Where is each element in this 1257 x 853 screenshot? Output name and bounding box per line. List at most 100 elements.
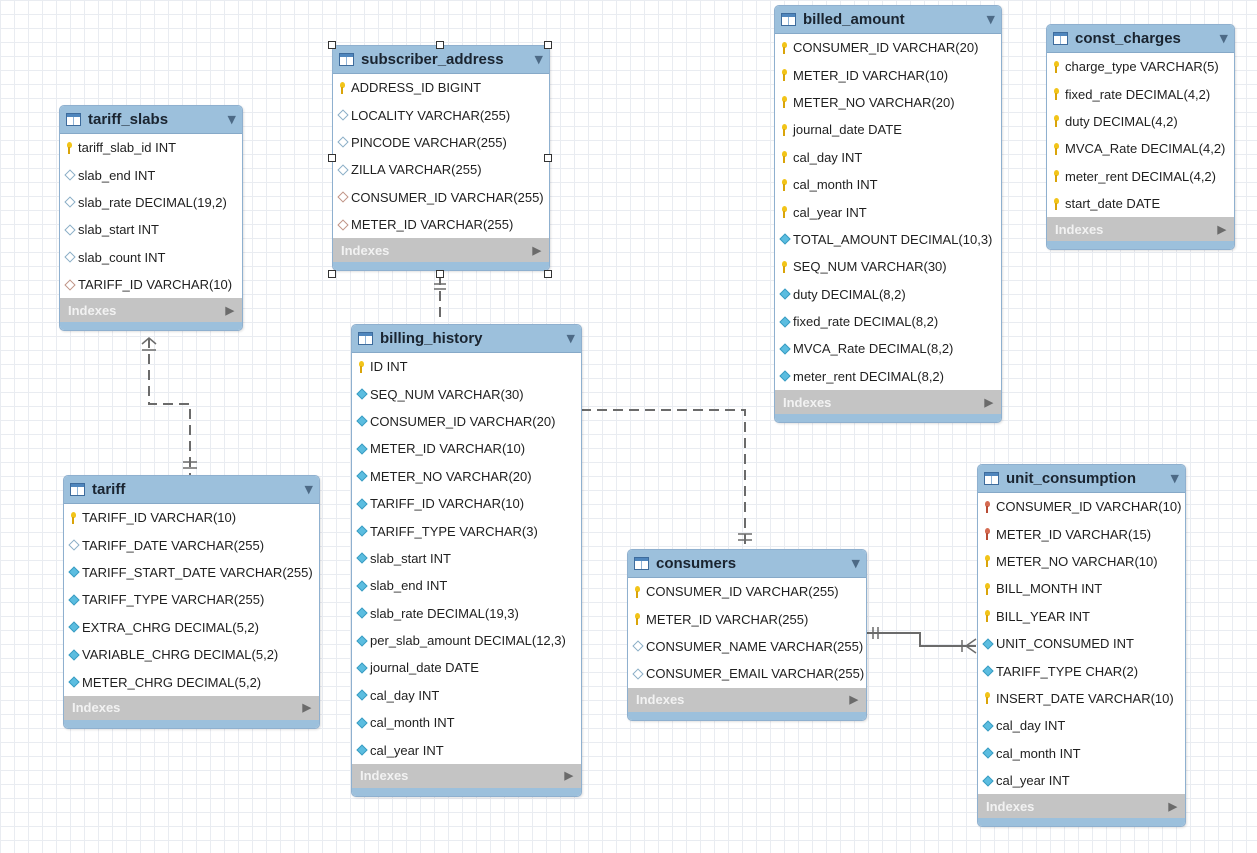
collapse-arrow-icon[interactable]: ▼: [566, 332, 575, 345]
selection-handle[interactable]: [328, 41, 336, 49]
column-row[interactable]: METER_CHRG DECIMAL(5,2): [64, 668, 319, 695]
column-row[interactable]: ADDRESS_ID BIGINT: [333, 74, 549, 101]
column-row[interactable]: journal_date DATE: [775, 116, 1001, 143]
relationship-billing-history-consumers[interactable]: [581, 409, 752, 548]
collapse-arrow-icon[interactable]: ▼: [227, 113, 236, 126]
table-header[interactable]: billing_history ▼: [352, 325, 581, 353]
column-row[interactable]: PINCODE VARCHAR(255): [333, 129, 549, 156]
column-row[interactable]: cal_day INT: [978, 712, 1185, 739]
column-row[interactable]: cal_month INT: [352, 709, 581, 736]
column-row[interactable]: cal_day INT: [352, 682, 581, 709]
column-row[interactable]: cal_year INT: [978, 767, 1185, 794]
relationship-consumers-unit-consumption[interactable]: [866, 627, 977, 654]
table-tariff[interactable]: tariff ▼ TARIFF_ID VARCHAR(10)TARIFF_DAT…: [63, 475, 320, 729]
table-header[interactable]: const_charges ▼: [1047, 25, 1234, 53]
column-row[interactable]: VARIABLE_CHRG DECIMAL(5,2): [64, 641, 319, 668]
column-row[interactable]: MVCA_Rate DECIMAL(4,2): [1047, 135, 1234, 162]
column-row[interactable]: per_slab_amount DECIMAL(12,3): [352, 627, 581, 654]
collapse-arrow-icon[interactable]: ▼: [851, 557, 860, 570]
selection-handle[interactable]: [328, 270, 336, 278]
expand-arrow-icon[interactable]: ▶: [1168, 800, 1177, 813]
column-row[interactable]: slab_rate DECIMAL(19,3): [352, 600, 581, 627]
selection-handle[interactable]: [544, 41, 552, 49]
table-header[interactable]: tariff ▼: [64, 476, 319, 504]
selection-handle[interactable]: [328, 154, 336, 162]
column-row[interactable]: ZILLA VARCHAR(255): [333, 156, 549, 183]
column-row[interactable]: journal_date DATE: [352, 654, 581, 681]
column-row[interactable]: TARIFF_ID VARCHAR(10): [60, 271, 242, 298]
column-row[interactable]: duty DECIMAL(4,2): [1047, 108, 1234, 135]
column-row[interactable]: TARIFF_ID VARCHAR(10): [352, 490, 581, 517]
expand-arrow-icon[interactable]: ▶: [225, 304, 234, 317]
column-row[interactable]: METER_ID VARCHAR(10): [775, 61, 1001, 88]
column-row[interactable]: slab_end INT: [352, 572, 581, 599]
selection-handle[interactable]: [436, 41, 444, 49]
table-unit-consumption[interactable]: unit_consumption ▼ CONSUMER_ID VARCHAR(1…: [977, 464, 1186, 828]
expand-arrow-icon[interactable]: ▶: [1217, 223, 1226, 236]
column-row[interactable]: TARIFF_TYPE VARCHAR(3): [352, 517, 581, 544]
column-row[interactable]: EXTRA_CHRG DECIMAL(5,2): [64, 614, 319, 641]
column-row[interactable]: charge_type VARCHAR(5): [1047, 53, 1234, 80]
column-row[interactable]: cal_year INT: [352, 736, 581, 763]
column-row[interactable]: CONSUMER_NAME VARCHAR(255): [628, 633, 866, 660]
column-row[interactable]: TOTAL_AMOUNT DECIMAL(10,3): [775, 226, 1001, 253]
column-row[interactable]: slab_count INT: [60, 244, 242, 271]
selection-handle[interactable]: [544, 154, 552, 162]
column-row[interactable]: METER_ID VARCHAR(10): [352, 435, 581, 462]
expand-arrow-icon[interactable]: ▶: [564, 770, 573, 783]
column-row[interactable]: fixed_rate DECIMAL(4,2): [1047, 80, 1234, 107]
column-row[interactable]: start_date DATE: [1047, 190, 1234, 217]
column-row[interactable]: slab_rate DECIMAL(19,2): [60, 189, 242, 216]
column-row[interactable]: CONSUMER_ID VARCHAR(255): [628, 578, 866, 605]
column-row[interactable]: cal_month INT: [978, 740, 1185, 767]
column-row[interactable]: TARIFF_ID VARCHAR(10): [64, 504, 319, 531]
column-row[interactable]: tariff_slab_id INT: [60, 134, 242, 161]
column-row[interactable]: CONSUMER_ID VARCHAR(255): [333, 184, 549, 211]
indexes-section[interactable]: Indexes ▶: [60, 298, 242, 323]
column-row[interactable]: METER_ID VARCHAR(255): [333, 211, 549, 238]
collapse-arrow-icon[interactable]: ▼: [304, 483, 313, 496]
relationship-tariff-slabs-tariff[interactable]: [141, 337, 197, 475]
expand-arrow-icon[interactable]: ▶: [984, 396, 993, 409]
indexes-section[interactable]: Indexes ▶: [628, 687, 866, 712]
indexes-section[interactable]: Indexes ▶: [775, 390, 1001, 415]
column-row[interactable]: slab_start INT: [352, 545, 581, 572]
column-row[interactable]: slab_start INT: [60, 216, 242, 243]
table-header[interactable]: consumers ▼: [628, 550, 866, 578]
column-row[interactable]: METER_ID VARCHAR(255): [628, 605, 866, 632]
column-row[interactable]: CONSUMER_ID VARCHAR(20): [775, 34, 1001, 61]
expand-arrow-icon[interactable]: ▶: [532, 244, 541, 257]
column-row[interactable]: cal_month INT: [775, 171, 1001, 198]
column-row[interactable]: LOCALITY VARCHAR(255): [333, 101, 549, 128]
indexes-section[interactable]: Indexes ▶: [64, 695, 319, 720]
collapse-arrow-icon[interactable]: ▼: [534, 53, 543, 66]
column-row[interactable]: duty DECIMAL(8,2): [775, 281, 1001, 308]
column-row[interactable]: SEQ_NUM VARCHAR(30): [775, 253, 1001, 280]
column-row[interactable]: METER_NO VARCHAR(10): [978, 548, 1185, 575]
column-row[interactable]: ID INT: [352, 353, 581, 380]
indexes-section[interactable]: Indexes ▶: [352, 763, 581, 788]
column-row[interactable]: BILL_YEAR INT: [978, 603, 1185, 630]
column-row[interactable]: CONSUMER_EMAIL VARCHAR(255): [628, 660, 866, 687]
indexes-section[interactable]: Indexes ▶: [978, 794, 1185, 819]
table-const-charges[interactable]: const_charges ▼ charge_type VARCHAR(5)fi…: [1046, 24, 1235, 251]
column-row[interactable]: SEQ_NUM VARCHAR(30): [352, 380, 581, 407]
column-row[interactable]: CONSUMER_ID VARCHAR(20): [352, 408, 581, 435]
column-row[interactable]: BILL_MONTH INT: [978, 575, 1185, 602]
column-row[interactable]: METER_NO VARCHAR(20): [352, 463, 581, 490]
column-row[interactable]: INSERT_DATE VARCHAR(10): [978, 685, 1185, 712]
collapse-arrow-icon[interactable]: ▼: [1219, 32, 1228, 45]
column-row[interactable]: cal_day INT: [775, 144, 1001, 171]
column-row[interactable]: meter_rent DECIMAL(8,2): [775, 363, 1001, 390]
column-row[interactable]: TARIFF_DATE VARCHAR(255): [64, 531, 319, 558]
column-row[interactable]: CONSUMER_ID VARCHAR(10): [978, 493, 1185, 520]
indexes-section[interactable]: Indexes ▶: [333, 238, 549, 263]
column-row[interactable]: cal_year INT: [775, 198, 1001, 225]
column-row[interactable]: TARIFF_TYPE CHAR(2): [978, 657, 1185, 684]
collapse-arrow-icon[interactable]: ▼: [1170, 472, 1179, 485]
collapse-arrow-icon[interactable]: ▼: [986, 13, 995, 26]
column-row[interactable]: METER_NO VARCHAR(20): [775, 89, 1001, 116]
